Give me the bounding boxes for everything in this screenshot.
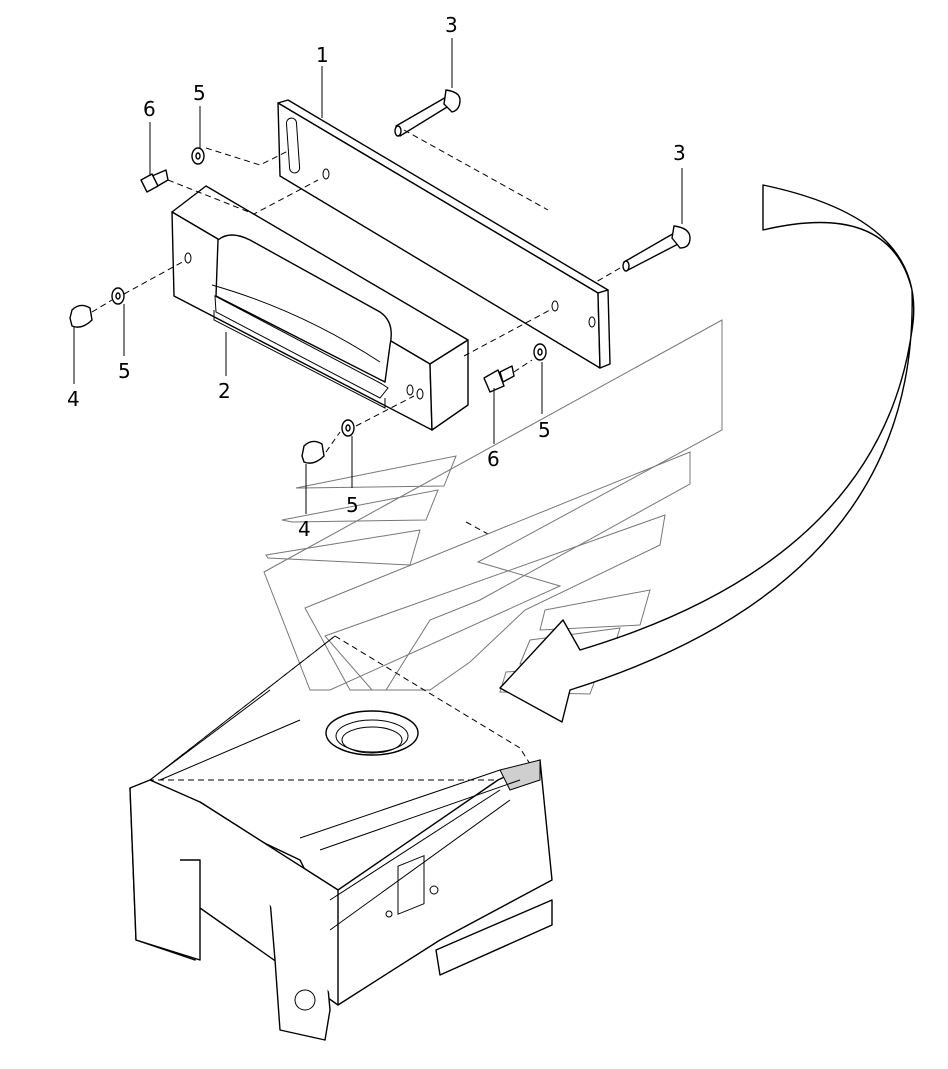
callout-3-upper: 3 [445,13,458,37]
callout-6-right: 6 [487,447,500,471]
turret-ring [325,710,419,756]
washers [111,147,547,437]
chassis-frame [129,635,553,1041]
callouts: 1 3 3 5 6 2 5 4 6 5 5 4 [67,13,686,541]
chevron-decal [263,319,723,695]
callout-6-left: 6 [143,97,156,121]
bolt-lower [622,225,691,272]
callout-3-lower: 3 [673,141,686,165]
assembly-lines [91,129,621,535]
callout-5-right: 5 [538,418,551,442]
curved-arrow [499,184,915,723]
callout-4-lower: 4 [298,517,311,541]
leader-lines [73,38,683,514]
callout-2: 2 [218,379,231,403]
mounting-plate [277,99,611,369]
screw-left [140,169,169,193]
cap-nuts [69,304,325,464]
light-housing [171,185,469,431]
callout-5-upper-left: 5 [193,81,206,105]
callout-5-lower: 5 [346,493,359,517]
bolt-upper [394,89,461,137]
callout-5-left: 5 [118,359,131,383]
callout-1: 1 [316,43,329,67]
callout-4-left: 4 [67,387,80,411]
screw-right [483,365,515,393]
